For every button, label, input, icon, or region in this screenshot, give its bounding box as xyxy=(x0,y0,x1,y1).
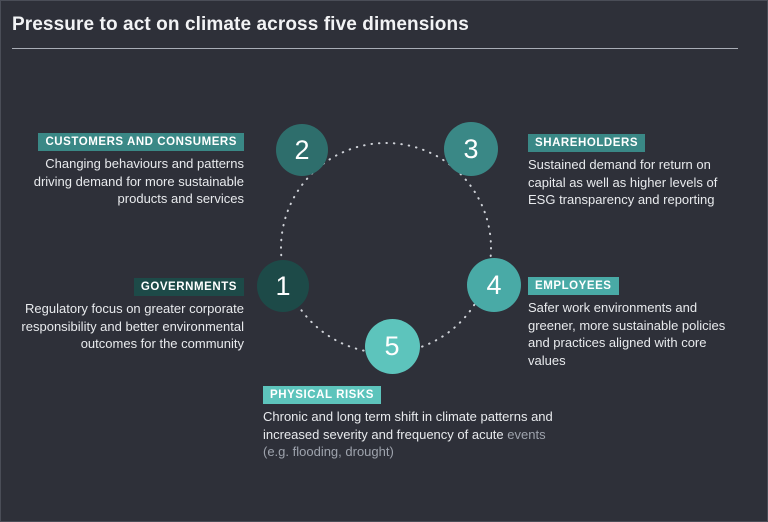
page-title: Pressure to act on climate across five d… xyxy=(12,14,469,35)
callout-shareholders: SHAREHOLDERS Sustained demand for return… xyxy=(528,133,743,209)
callout-governments: GOVERNMENTS Regulatory focus on greater … xyxy=(19,277,244,353)
tag-employees: EMPLOYEES xyxy=(528,277,619,296)
callout-physical-risks: PHYSICAL RISKS Chronic and long term shi… xyxy=(263,385,553,461)
callout-physical-risks-body: Chronic and long term shift in climate p… xyxy=(263,408,553,461)
tag-row: SHAREHOLDERS xyxy=(528,133,743,153)
node-number-2: 2 xyxy=(294,134,310,165)
tag-row: CUSTOMERS AND CONSUMERS xyxy=(19,132,244,152)
node-number-5: 5 xyxy=(384,330,400,361)
tag-row: GOVERNMENTS xyxy=(19,277,244,297)
title-divider xyxy=(12,48,738,49)
node-number-4: 4 xyxy=(486,269,502,300)
tag-governments: GOVERNMENTS xyxy=(133,278,244,297)
node-circle-3[interactable]: 3 xyxy=(444,122,498,176)
callout-employees: EMPLOYEES Safer work environments and gr… xyxy=(528,276,743,369)
node-circle-5[interactable]: 5 xyxy=(364,318,420,374)
node-number-1: 1 xyxy=(275,270,291,301)
callout-physical-risks-body-main: Chronic and long term shift in climate p… xyxy=(263,409,553,442)
node-number-3: 3 xyxy=(463,133,479,164)
node-circle-1[interactable]: 1 xyxy=(257,260,309,312)
callout-customers-body: Changing behaviours and patterns driving… xyxy=(33,156,244,207)
tag-physical-risks: PHYSICAL RISKS xyxy=(263,386,381,405)
node-circle-2[interactable]: 2 xyxy=(276,124,328,176)
tag-row: PHYSICAL RISKS xyxy=(263,385,553,405)
callout-employees-body: Safer work environments and greener, mor… xyxy=(528,300,726,368)
tag-row: EMPLOYEES xyxy=(528,276,743,296)
callout-physical-risks-body-secondary: events (e.g. flooding, drought) xyxy=(263,426,546,460)
tag-shareholders: SHAREHOLDERS xyxy=(528,134,646,153)
tag-customers-and-consumers: CUSTOMERS AND CONSUMERS xyxy=(38,133,244,152)
callout-shareholders-body: Sustained demand for return on capital a… xyxy=(528,157,718,208)
callout-governments-body: Regulatory focus on greater corporate re… xyxy=(21,301,244,352)
callout-customers-and-consumers: CUSTOMERS AND CONSUMERS Changing behavio… xyxy=(19,132,244,208)
node-circle-4[interactable]: 4 xyxy=(467,258,521,312)
